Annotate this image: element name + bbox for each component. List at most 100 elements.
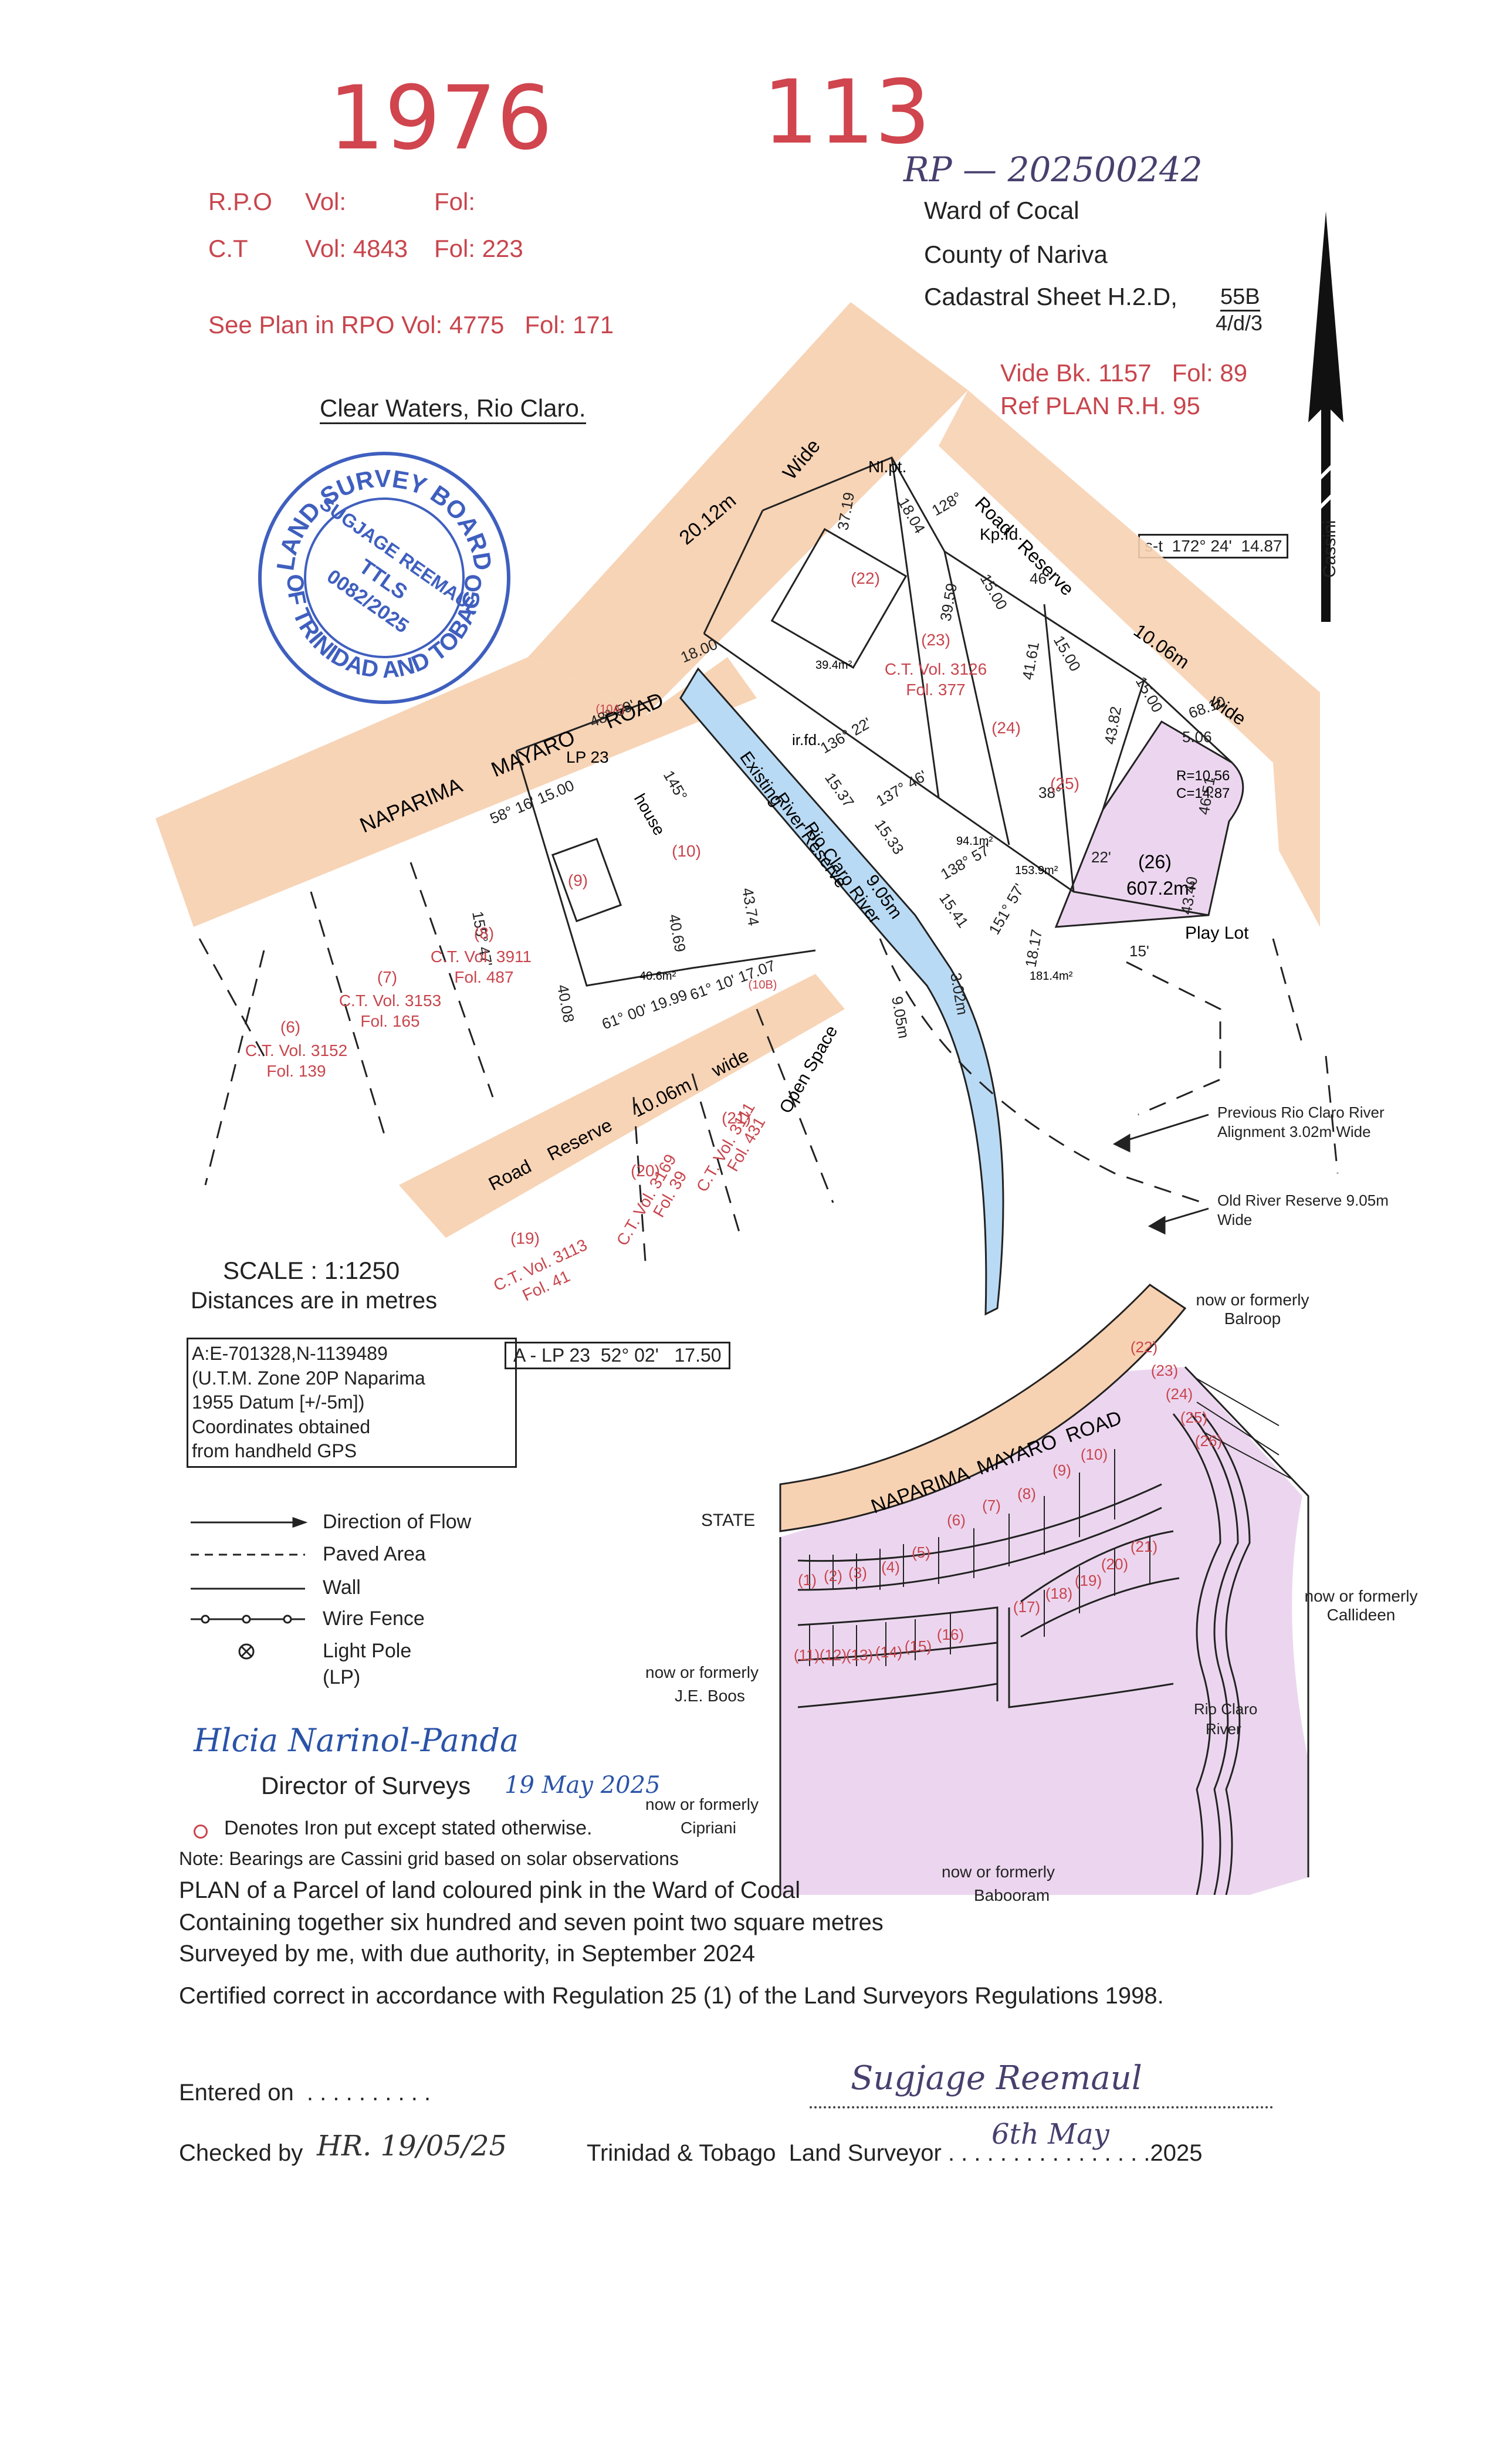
key-lot-11: (11) (794, 1646, 820, 1664)
house-label: house (631, 791, 669, 839)
parcel-23-fol: Fol. 377 (906, 681, 965, 699)
play-lot: Play Lot (1185, 923, 1249, 943)
parcel-10a-num: (10A) (596, 703, 625, 716)
bearings-note: Note: Bearings are Cassini grid based on… (179, 1848, 679, 1869)
parcel-7-ct: C.T. Vol. 3153 (339, 991, 441, 1010)
director-title: Director of Surveys (261, 1772, 471, 1799)
light-pole-label: LP 23 (566, 748, 609, 766)
key-lot-15: (15) (905, 1637, 932, 1655)
key-lot-25: (25) (1180, 1409, 1207, 1426)
ref-plan: Ref PLAN R.H. 95 (1000, 392, 1200, 419)
legend: Direction of Flow Paved Area Wall Wire F… (188, 1508, 540, 1707)
bearing-9: 15.00 (1132, 673, 1167, 715)
distance-units: Distances are in metres (191, 1288, 438, 1314)
bearing-21: 136° 22' (817, 714, 874, 757)
rpo-fol: Fol: (434, 188, 476, 215)
bearing-27: 151° 57' (985, 881, 1028, 937)
parcel-7-fol: Fol. 165 (360, 1012, 419, 1030)
rp-number: RP — 202500242 (903, 150, 1203, 189)
key-lot-5: (5) (912, 1544, 930, 1561)
bearing-31: 40.69 (665, 913, 689, 953)
bearing-5: 128° (929, 488, 965, 519)
bearing-18: 40.08 (554, 983, 578, 1024)
lower-road-reserve (399, 974, 845, 1238)
bearing-11: 5.06 (1182, 728, 1212, 746)
curve-chord: C=14.87 (1176, 786, 1230, 801)
see-plan: See Plan in RPO Vol: 4775 Fol: 171 (208, 311, 614, 339)
area-small-3: 153.9m² (1015, 864, 1058, 877)
plan-year: 1976 (329, 67, 553, 170)
parcel-10-num: (10) (672, 842, 701, 860)
key-lot-18: (18) (1045, 1585, 1072, 1602)
iron-marker-icon (194, 1825, 208, 1839)
key-babooram-1: now or formerly (942, 1863, 1055, 1881)
parcel-23-ct: C.T. Vol. 3126 (885, 660, 987, 678)
bearing-24: 15.33 (871, 816, 908, 858)
parcel-20-num: (20) (631, 1162, 660, 1180)
scale-label: SCALE : 1:1250 (223, 1257, 400, 1284)
key-lot-12: (12) (820, 1646, 847, 1664)
lp-bearing-box: A - LP 23 52° 02' 17.50 (505, 1342, 730, 1369)
key-road (779, 1284, 1187, 1532)
key-lot-16: (16) (937, 1626, 964, 1643)
iron-note: Denotes Iron put except stated otherwise… (224, 1817, 593, 1839)
key-lot-7: (7) (982, 1497, 1001, 1514)
main-road (155, 657, 757, 927)
key-lot-13: (13) (846, 1646, 873, 1664)
coord-gps: from handheld GPS (192, 1440, 357, 1462)
director-date: 19 May 2025 (505, 1772, 661, 1799)
plan-line-3: Surveyed by me, with due authority, in S… (179, 1941, 756, 1967)
ward: Ward of Cocal (924, 197, 1079, 224)
surveyor-stamp: LAND SURVEY BOARD OF TRINIDAD AND TOBAGO… (252, 446, 516, 710)
cadastral-sheet: Cadastral Sheet H.2.D, (924, 283, 1177, 310)
legend-wall: Wall (323, 1576, 361, 1599)
key-lot-3: (3) (848, 1564, 867, 1582)
key-lot-20: (20) (1101, 1555, 1128, 1573)
parcel-25-num: (25) (1050, 774, 1079, 793)
river-channel (679, 667, 1004, 1316)
key-boos-2: J.E. Boos (675, 1687, 745, 1705)
legend-light-pole: Light Pole (323, 1640, 412, 1662)
parcel-6-num: (6) (280, 1018, 300, 1036)
survey-map: NAPARIMA MAYARO ROAD 20.12m Wide Road Re… (155, 302, 1339, 1316)
right-road-reserve (939, 390, 1320, 927)
bearing-22: 15.37 (821, 769, 858, 811)
plan-line-1: PLAN of a Parcel of land coloured pink i… (179, 1877, 801, 1903)
legend-lp: (LP) (323, 1666, 361, 1688)
kp-found: Kp.fd. (980, 525, 1023, 543)
county: County of Nariva (924, 241, 1108, 268)
key-lot-4: (4) (881, 1558, 900, 1576)
certified-line: Certified correct in accordance with Reg… (179, 1983, 1164, 2009)
key-lot-17: (17) (1013, 1598, 1040, 1616)
key-callideen: now or formerly Callideen (1304, 1587, 1418, 1624)
area-small-2: 94.1m² (956, 835, 993, 848)
key-boos-1: now or formerly (645, 1663, 759, 1681)
parcel-9-num: (9) (568, 871, 588, 889)
plan-line-2: Containing together six hundred and seve… (179, 1910, 884, 1935)
upper-road-reserve (528, 302, 968, 716)
parcel-22-num: (22) (851, 569, 880, 587)
key-lot-10: (10) (1081, 1446, 1108, 1463)
key-state: STATE (701, 1511, 756, 1530)
key-lot-8: (8) (1017, 1485, 1036, 1502)
parcel-19-num: (19) (510, 1229, 540, 1247)
old-reserve-note: Old River Reserve 9.05m Wide (1217, 1192, 1389, 1228)
prev-alignment-note: Previous Rio Claro River Alignment 3.02m… (1217, 1104, 1385, 1140)
bearing-30: 43.74 (739, 886, 763, 927)
parcel-10b-num: (10B) (749, 979, 777, 991)
parcel-7-num: (7) (377, 968, 397, 986)
sheet-sub: 4/d/3 (1216, 311, 1263, 335)
bearing-23: 137° 46' (873, 767, 930, 810)
key-lot-23: (23) (1151, 1362, 1178, 1379)
bearing-28: 18.17 (1021, 928, 1045, 969)
curve-radius: R=10.56 (1176, 768, 1230, 784)
surveyor-date: 6th May (991, 2118, 1109, 2151)
surveyor-signature: Sugjage Reemaul (851, 2059, 1142, 2097)
ct-label: C.T (208, 235, 248, 262)
area-small-1: 39.4m² (815, 659, 852, 672)
checked-by: Checked by (179, 2140, 303, 2166)
key-cipriani-1: now or formerly (645, 1795, 759, 1813)
director-signature: Hlcia Narinol-Panda (194, 1722, 519, 1759)
key-lot-19: (19) (1075, 1572, 1102, 1589)
parcel-26-pink (1054, 720, 1244, 928)
